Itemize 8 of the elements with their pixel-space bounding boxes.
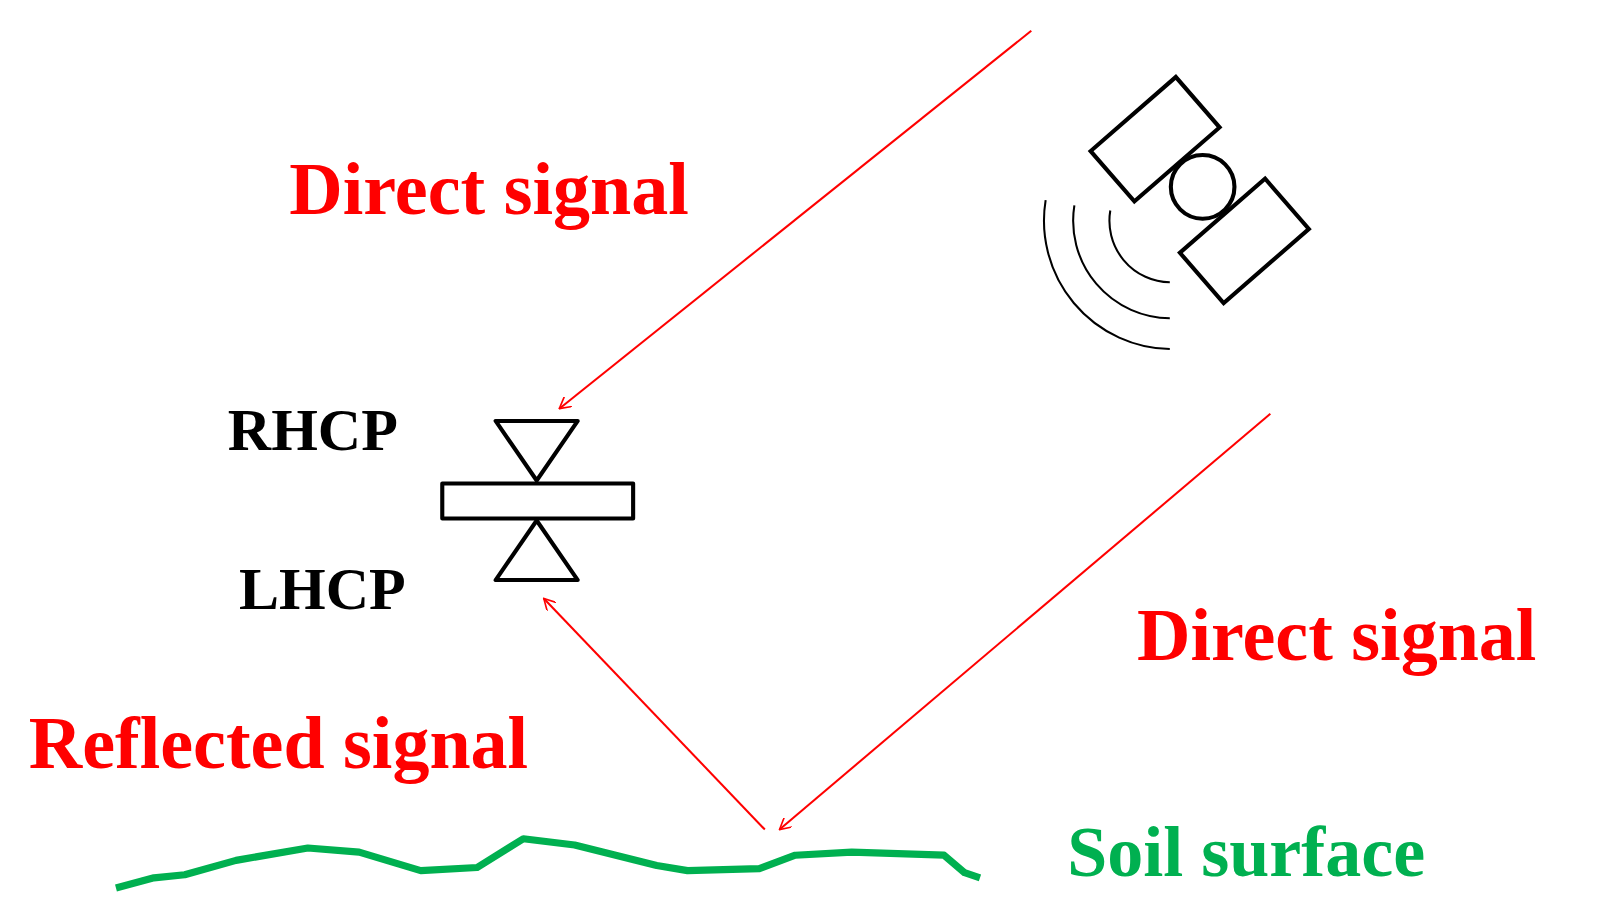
signal-arrow: [778, 412, 1272, 831]
signal-arrow: [543, 597, 766, 831]
polarization-label: RHCP: [227, 400, 398, 461]
polarization-label: LHCP: [239, 559, 406, 620]
soil-surface-line: [115, 835, 982, 892]
signal-arrow: [558, 30, 1032, 410]
surface-label: Soil surface: [1067, 815, 1426, 888]
antenna-symbol: [440, 418, 636, 583]
